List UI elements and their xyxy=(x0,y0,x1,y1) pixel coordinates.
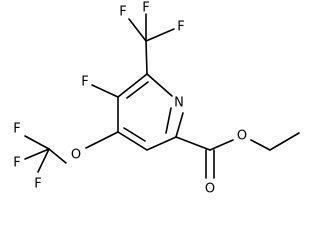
atom-labels: F F F F N F F F O O O xyxy=(13,1,247,197)
molecule-diagram: F F F F N F F F O O O xyxy=(13,1,300,197)
bond-o-cf3 xyxy=(48,148,67,164)
bond-ocf3-f-top xyxy=(24,135,50,150)
atom-o-carbonyl: O xyxy=(205,182,215,197)
atom-o-ether: O xyxy=(71,148,81,163)
atom-f-top-mid: F xyxy=(142,1,149,16)
atom-n-ring: N xyxy=(174,96,184,111)
bond-c3-c2-inner xyxy=(126,81,149,99)
bond-c2-n xyxy=(146,73,173,97)
bond-ocf3-f-mid xyxy=(24,148,50,160)
bond-n-c6 xyxy=(175,112,184,138)
bond-c5-c4-inner xyxy=(123,127,146,142)
bond-ocf3-f-bottom xyxy=(37,148,50,173)
bond-c4-o xyxy=(85,131,119,149)
bond-o-ch2 xyxy=(250,139,271,151)
atom-f-top-left: F xyxy=(119,5,126,20)
bond-cf3-c2 xyxy=(145,40,148,75)
atom-o-ester: O xyxy=(237,129,247,144)
atom-f-left-bottom: F xyxy=(34,177,41,192)
bond-c3-f xyxy=(91,84,119,98)
bond-c6-ccarbonyl xyxy=(175,136,211,151)
bond-cf3-f-top-left xyxy=(128,18,147,42)
atom-f-ring: F xyxy=(81,75,88,90)
atom-f-left-top: F xyxy=(13,122,20,137)
atom-f-top-right: F xyxy=(177,20,184,35)
bond-c5-c4 xyxy=(117,131,148,151)
bond-n-c6-inner xyxy=(165,107,172,134)
bond-c6-c5 xyxy=(146,136,177,151)
atom-f-left-mid: F xyxy=(13,156,20,171)
bonds xyxy=(24,13,300,179)
bond-ccarbonyl-o-ester xyxy=(209,139,234,151)
bond-cf3-f-top-right xyxy=(145,28,175,42)
bond-c3-c2 xyxy=(117,73,148,98)
bond-ch2-ch3 xyxy=(269,132,300,151)
